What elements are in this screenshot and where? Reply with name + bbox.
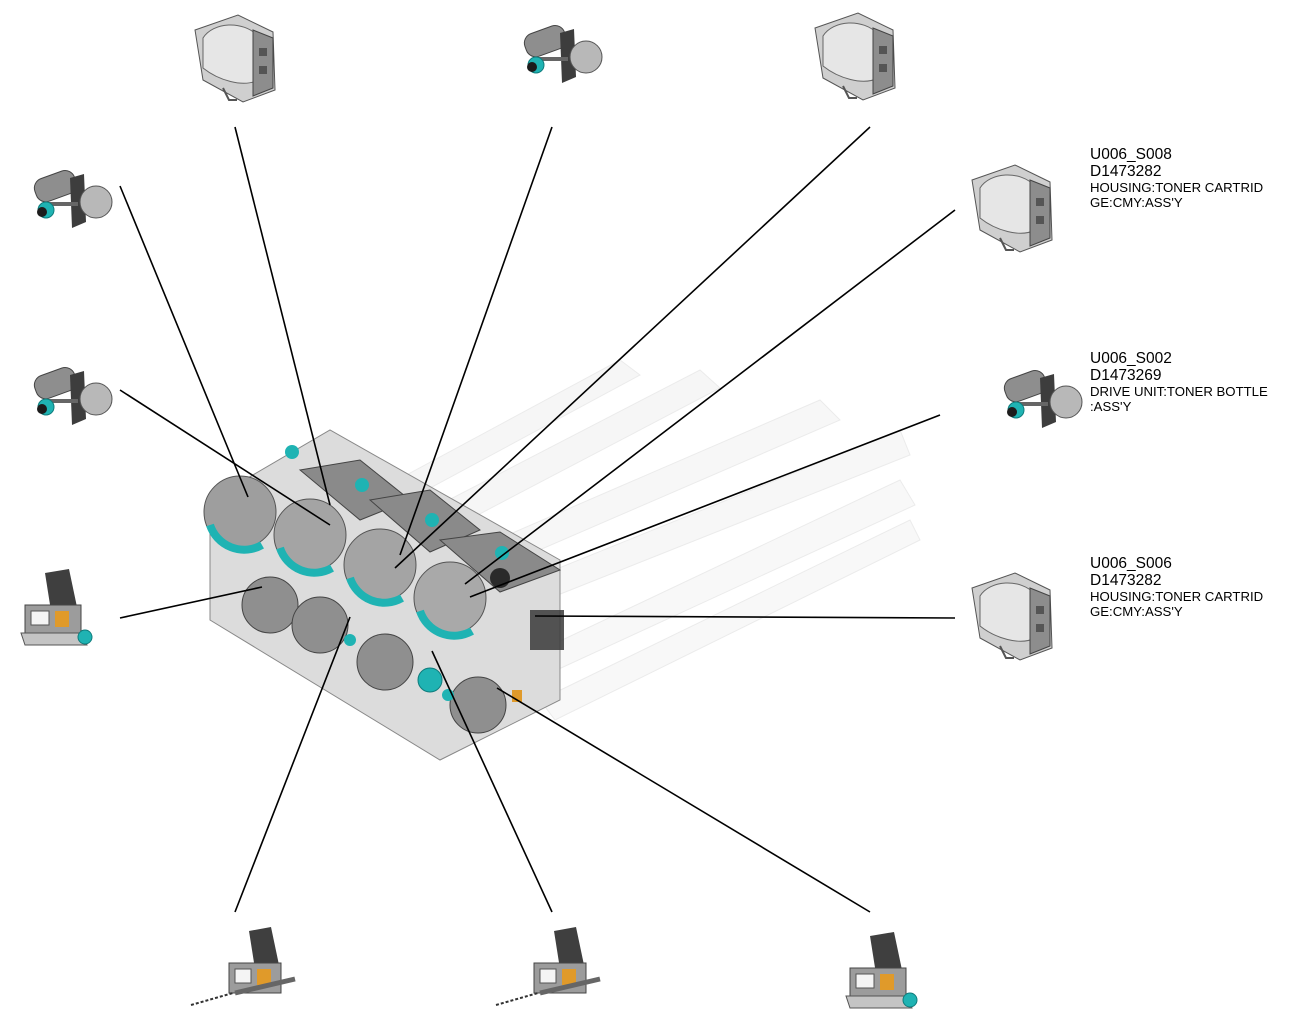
- thumb-gearunit-bottom-3: [845, 931, 918, 1009]
- thumb-drive-left-2: [31, 364, 113, 426]
- part-code: U006_S006: [1090, 555, 1172, 572]
- part-description-line1: HOUSING:TONER CARTRID: [1090, 179, 1264, 195]
- part-description-line1: HOUSING:TONER CARTRID: [1090, 588, 1264, 604]
- part-code: U006_S002: [1090, 350, 1172, 367]
- part-label-housing-s006: U006_S006 D1473282 HOUSING:TONER CARTRID…: [1090, 555, 1263, 619]
- leader-line: [469, 414, 941, 598]
- thumb-gearspring-bottom-2: [496, 927, 600, 1005]
- leader-line: [431, 650, 553, 913]
- thumb-drive-left-1: [31, 167, 113, 229]
- leader-line: [119, 586, 263, 619]
- leader-line: [399, 126, 553, 556]
- thumb-gearunit-left-3: [20, 568, 93, 646]
- thumb-housing-top-1: [194, 14, 276, 103]
- main-assembly: [203, 429, 564, 761]
- thumb-housing-right-3: [971, 572, 1053, 661]
- leader-line: [496, 687, 871, 913]
- thumb-housing-top-3: [814, 12, 896, 101]
- leader-line: [234, 616, 351, 913]
- leader-line: [119, 185, 249, 498]
- part-label-housing-s008: U006_S008 D1473282 HOUSING:TONER CARTRID…: [1090, 146, 1263, 210]
- part-number: D1473282: [1090, 572, 1162, 590]
- part-description-line1: DRIVE UNIT:TONER BOTTLE: [1090, 383, 1268, 399]
- thumb-drive-right-2: [1001, 367, 1083, 429]
- thumb-gearspring-bottom-1: [191, 927, 295, 1005]
- thumb-housing-right-1: [971, 164, 1053, 253]
- leader-line: [119, 389, 331, 526]
- background-rails: [359, 359, 921, 721]
- part-code: U006_S008: [1090, 146, 1172, 163]
- leader-line: [234, 126, 331, 506]
- part-label-drive-s002: U006_S002 D1473269 DRIVE UNIT:TONER BOTT…: [1090, 350, 1268, 414]
- leader-line: [394, 126, 871, 569]
- leader-line: [464, 209, 956, 585]
- part-description-line2: GE:CMY:ASS'Y: [1090, 194, 1183, 210]
- thumb-drive-top-2: [521, 22, 603, 84]
- part-description-line2: GE:CMY:ASS'Y: [1090, 603, 1183, 619]
- leader-line: [534, 615, 956, 619]
- leader-lines: [119, 126, 956, 913]
- part-number: D1473269: [1090, 367, 1162, 385]
- part-number: D1473282: [1090, 163, 1162, 181]
- part-description-line2: :ASS'Y: [1090, 398, 1132, 414]
